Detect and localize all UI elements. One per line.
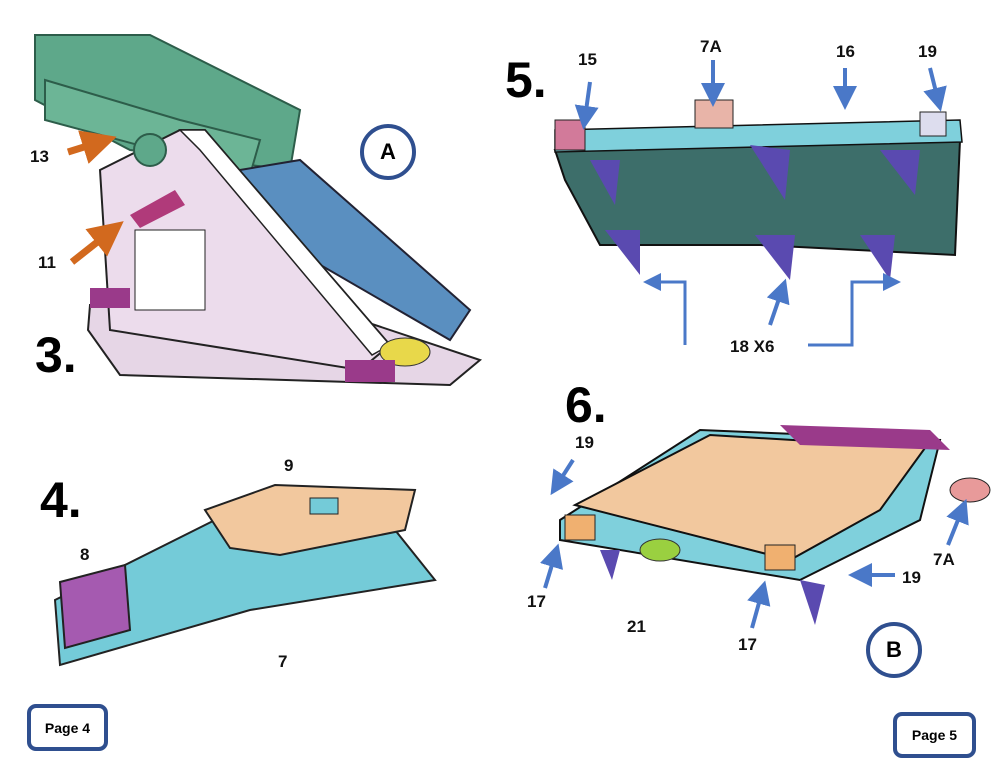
page-4-button[interactable]: Page 4 <box>27 704 108 751</box>
part-label-17: 17 <box>738 635 757 654</box>
part-label-7a: 7A <box>933 550 955 569</box>
page-5-button[interactable]: Page 5 <box>893 712 976 758</box>
part-label-19: 19 <box>918 42 937 61</box>
step-6-number: 6. <box>565 377 607 433</box>
step6-tray-assembly <box>540 425 991 629</box>
part-label-7: 7 <box>278 652 288 671</box>
callout-b: B <box>866 622 922 678</box>
step-5-number: 5. <box>505 52 547 108</box>
part-label-18-x6: 18 X6 <box>730 337 775 356</box>
callout-a: A <box>360 124 416 180</box>
part-label-9: 9 <box>284 456 294 475</box>
part-label-7a: 7A <box>700 37 722 56</box>
part-label-8: 8 <box>80 545 90 564</box>
step4-platform <box>53 483 437 667</box>
part-label-13: 13 <box>30 147 49 166</box>
part-label-15: 15 <box>578 50 597 69</box>
step-3-number: 3. <box>35 327 77 383</box>
part-label-16: 16 <box>836 42 855 61</box>
part-label-19: 19 <box>575 433 594 452</box>
part-label-21: 21 <box>627 617 646 636</box>
step-4-number: 4. <box>40 472 82 528</box>
step3-gun-assembly <box>34 34 483 387</box>
step5-carriage-frame <box>553 60 963 347</box>
part-label-19: 19 <box>902 568 921 587</box>
part-label-11: 11 <box>38 253 56 272</box>
part-label-17: 17 <box>527 592 546 611</box>
